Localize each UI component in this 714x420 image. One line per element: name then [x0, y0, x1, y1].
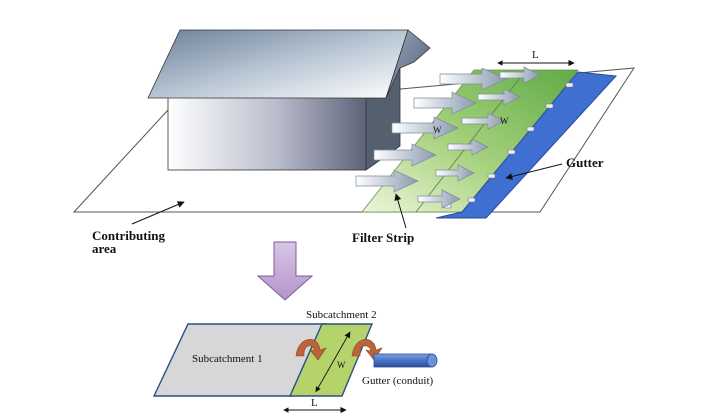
- house: [147, 29, 431, 171]
- flow-arrow: [447, 138, 489, 156]
- width-dimension-arrow: [315, 331, 351, 393]
- house-front-wall: [167, 95, 367, 171]
- subcatchment-2-label: Subcatchment 2: [306, 309, 377, 321]
- flow-arrow: [435, 164, 475, 182]
- flow-arrow: [413, 91, 477, 115]
- filter-strip-label: Filter Strip: [352, 230, 414, 245]
- contributing-area-label: area: [92, 241, 117, 256]
- contributing-area-pointer: [131, 201, 185, 225]
- gutter-conduit: [373, 353, 438, 368]
- house-gable: [385, 29, 431, 99]
- flow-arrow: [477, 88, 521, 106]
- flow-arrow: [461, 112, 505, 130]
- gutter: [435, 71, 618, 219]
- conduit-pipe: [373, 353, 433, 368]
- gutter-outlet: [507, 149, 516, 155]
- top-diagram: L W W Contributing area Filter Strip Gut…: [72, 29, 635, 256]
- length-label: L: [311, 397, 318, 409]
- down-arrow: [256, 241, 314, 301]
- flow-arrow-sub1-to-sub2: [295, 339, 327, 361]
- gutter-outlet: [565, 82, 574, 88]
- flow-arrow: [391, 116, 459, 140]
- gutter-pointer: [505, 163, 563, 180]
- bottom-diagram: W L Subcatchment 1 Subcatchment 2 Gutter…: [152, 309, 438, 414]
- flow-arrow: [417, 189, 461, 209]
- width-label: W: [337, 360, 346, 370]
- filter-strip: [361, 69, 579, 213]
- gutter-outlet: [467, 197, 476, 203]
- gutter-label: Gutter: [566, 155, 604, 170]
- flow-arrow: [439, 67, 507, 91]
- gutter-outlet: [487, 173, 496, 179]
- filter-strip-pointer: [394, 193, 407, 229]
- gutter-conduit-label: Gutter (conduit): [362, 375, 434, 387]
- width-label: W: [433, 125, 442, 135]
- conduit-pipe-end: [426, 353, 438, 368]
- length-label: L: [532, 49, 539, 61]
- flow-arrow: [355, 169, 419, 193]
- gutter-outlets: [443, 82, 574, 209]
- gutter-outlet: [545, 103, 554, 109]
- gutter-outlet: [526, 126, 535, 132]
- flow-arrow: [499, 66, 541, 84]
- flow-arrow: [373, 143, 437, 167]
- house-roof: [147, 29, 409, 99]
- contributing-area-label: Contributing: [92, 228, 165, 243]
- flow-arrows: [355, 66, 541, 209]
- subcatchment-1-label: Subcatchment 1: [192, 353, 263, 365]
- width-label: W: [500, 116, 509, 126]
